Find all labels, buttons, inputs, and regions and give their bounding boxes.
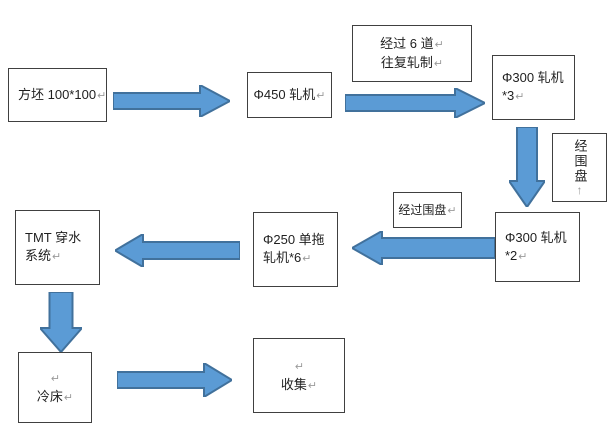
box-via-loop-label: 经过围盘↵	[398, 202, 457, 217]
return-mark: ↵	[433, 57, 444, 70]
arrow-right-billet-to-mill450[interactable]	[113, 85, 230, 117]
box-loop-side-label: 经围盘	[572, 139, 588, 184]
box-cooling-bed-line1: ↵	[50, 369, 60, 388]
box-collect[interactable]: ↵ 收集↵	[253, 338, 345, 413]
box-cooling-bed[interactable]: ↵ 冷床↵	[18, 352, 92, 423]
return-mark: ↵	[515, 91, 525, 103]
return-mark: ↵	[63, 391, 74, 404]
return-mark: ↵	[447, 204, 457, 217]
box-billet[interactable]: 方坯 100*100↵	[8, 68, 107, 122]
return-mark: ↵	[316, 89, 326, 102]
box-mill300x3[interactable]: Φ300 轧机 *3↵	[492, 55, 575, 120]
box-via-loop[interactable]: 经过围盘↵	[393, 192, 462, 228]
return-mark-vertical: ↑	[576, 183, 583, 197]
box-mill300x2-line2: *2↵	[505, 247, 528, 263]
return-mark: ↵	[50, 372, 61, 385]
box-collect-line1: ↵	[294, 357, 304, 376]
arrow-down-mill300x3-to-mill300x2[interactable]	[509, 127, 545, 207]
box-mill450-label: Φ450 轧机↵	[253, 86, 326, 102]
box-mill450[interactable]: Φ450 轧机↵	[247, 72, 332, 118]
box-cooling-bed-line2: 冷床↵	[36, 388, 74, 404]
box-mill300x3-line2: *3↵	[502, 88, 525, 103]
box-loop-side[interactable]: 经围盘 ↑	[552, 133, 607, 202]
arrow-left-mill300x2-to-mill250[interactable]	[352, 231, 495, 265]
box-mill300x2[interactable]: Φ300 轧机 *2↵	[495, 212, 580, 282]
box-mill250-line2: 轧机*6↵	[263, 250, 312, 265]
arrow-shape	[345, 88, 485, 118]
arrow-shape	[117, 363, 232, 397]
return-mark: ↵	[97, 89, 107, 102]
box-mill250-line1: Φ250 单拖	[263, 232, 325, 247]
box-mill250[interactable]: Φ250 单拖 轧机*6↵	[253, 212, 338, 287]
return-mark: ↵	[52, 251, 62, 263]
box-tmt[interactable]: TMT 穿水 系统↵	[15, 210, 100, 285]
box-pass6[interactable]: 经过 6 道↵ 往复轧制↵	[352, 25, 472, 82]
box-mill300x2-line1: Φ300 轧机	[505, 229, 567, 245]
box-tmt-line2: 系统↵	[25, 248, 62, 263]
return-mark: ↵	[518, 250, 528, 263]
arrow-shape	[115, 234, 240, 267]
arrow-right-mill450-to-mill300x3[interactable]	[345, 88, 485, 118]
return-mark: ↵	[302, 253, 312, 265]
box-mill300x3-line1: Φ300 轧机	[502, 70, 564, 85]
box-tmt-line1: TMT 穿水	[25, 230, 82, 245]
arrow-shape	[509, 127, 545, 207]
arrow-right-cooling-bed-to-collect[interactable]	[117, 363, 232, 397]
arrow-shape	[352, 231, 495, 265]
box-billet-label: 方坯 100*100↵	[18, 86, 107, 102]
box-pass6-line2: 往复轧制↵	[380, 54, 444, 70]
box-pass6-line1: 经过 6 道↵	[380, 35, 444, 51]
arrow-shape	[113, 85, 230, 117]
return-mark: ↵	[294, 360, 305, 373]
box-collect-line2: 收集↵	[280, 376, 318, 392]
return-mark: ↵	[307, 379, 318, 392]
arrow-down-tmt-to-cooling-bed[interactable]	[40, 292, 82, 352]
arrow-shape	[40, 292, 82, 352]
arrow-left-mill250-to-tmt[interactable]	[115, 234, 240, 267]
return-mark: ↵	[434, 38, 444, 51]
